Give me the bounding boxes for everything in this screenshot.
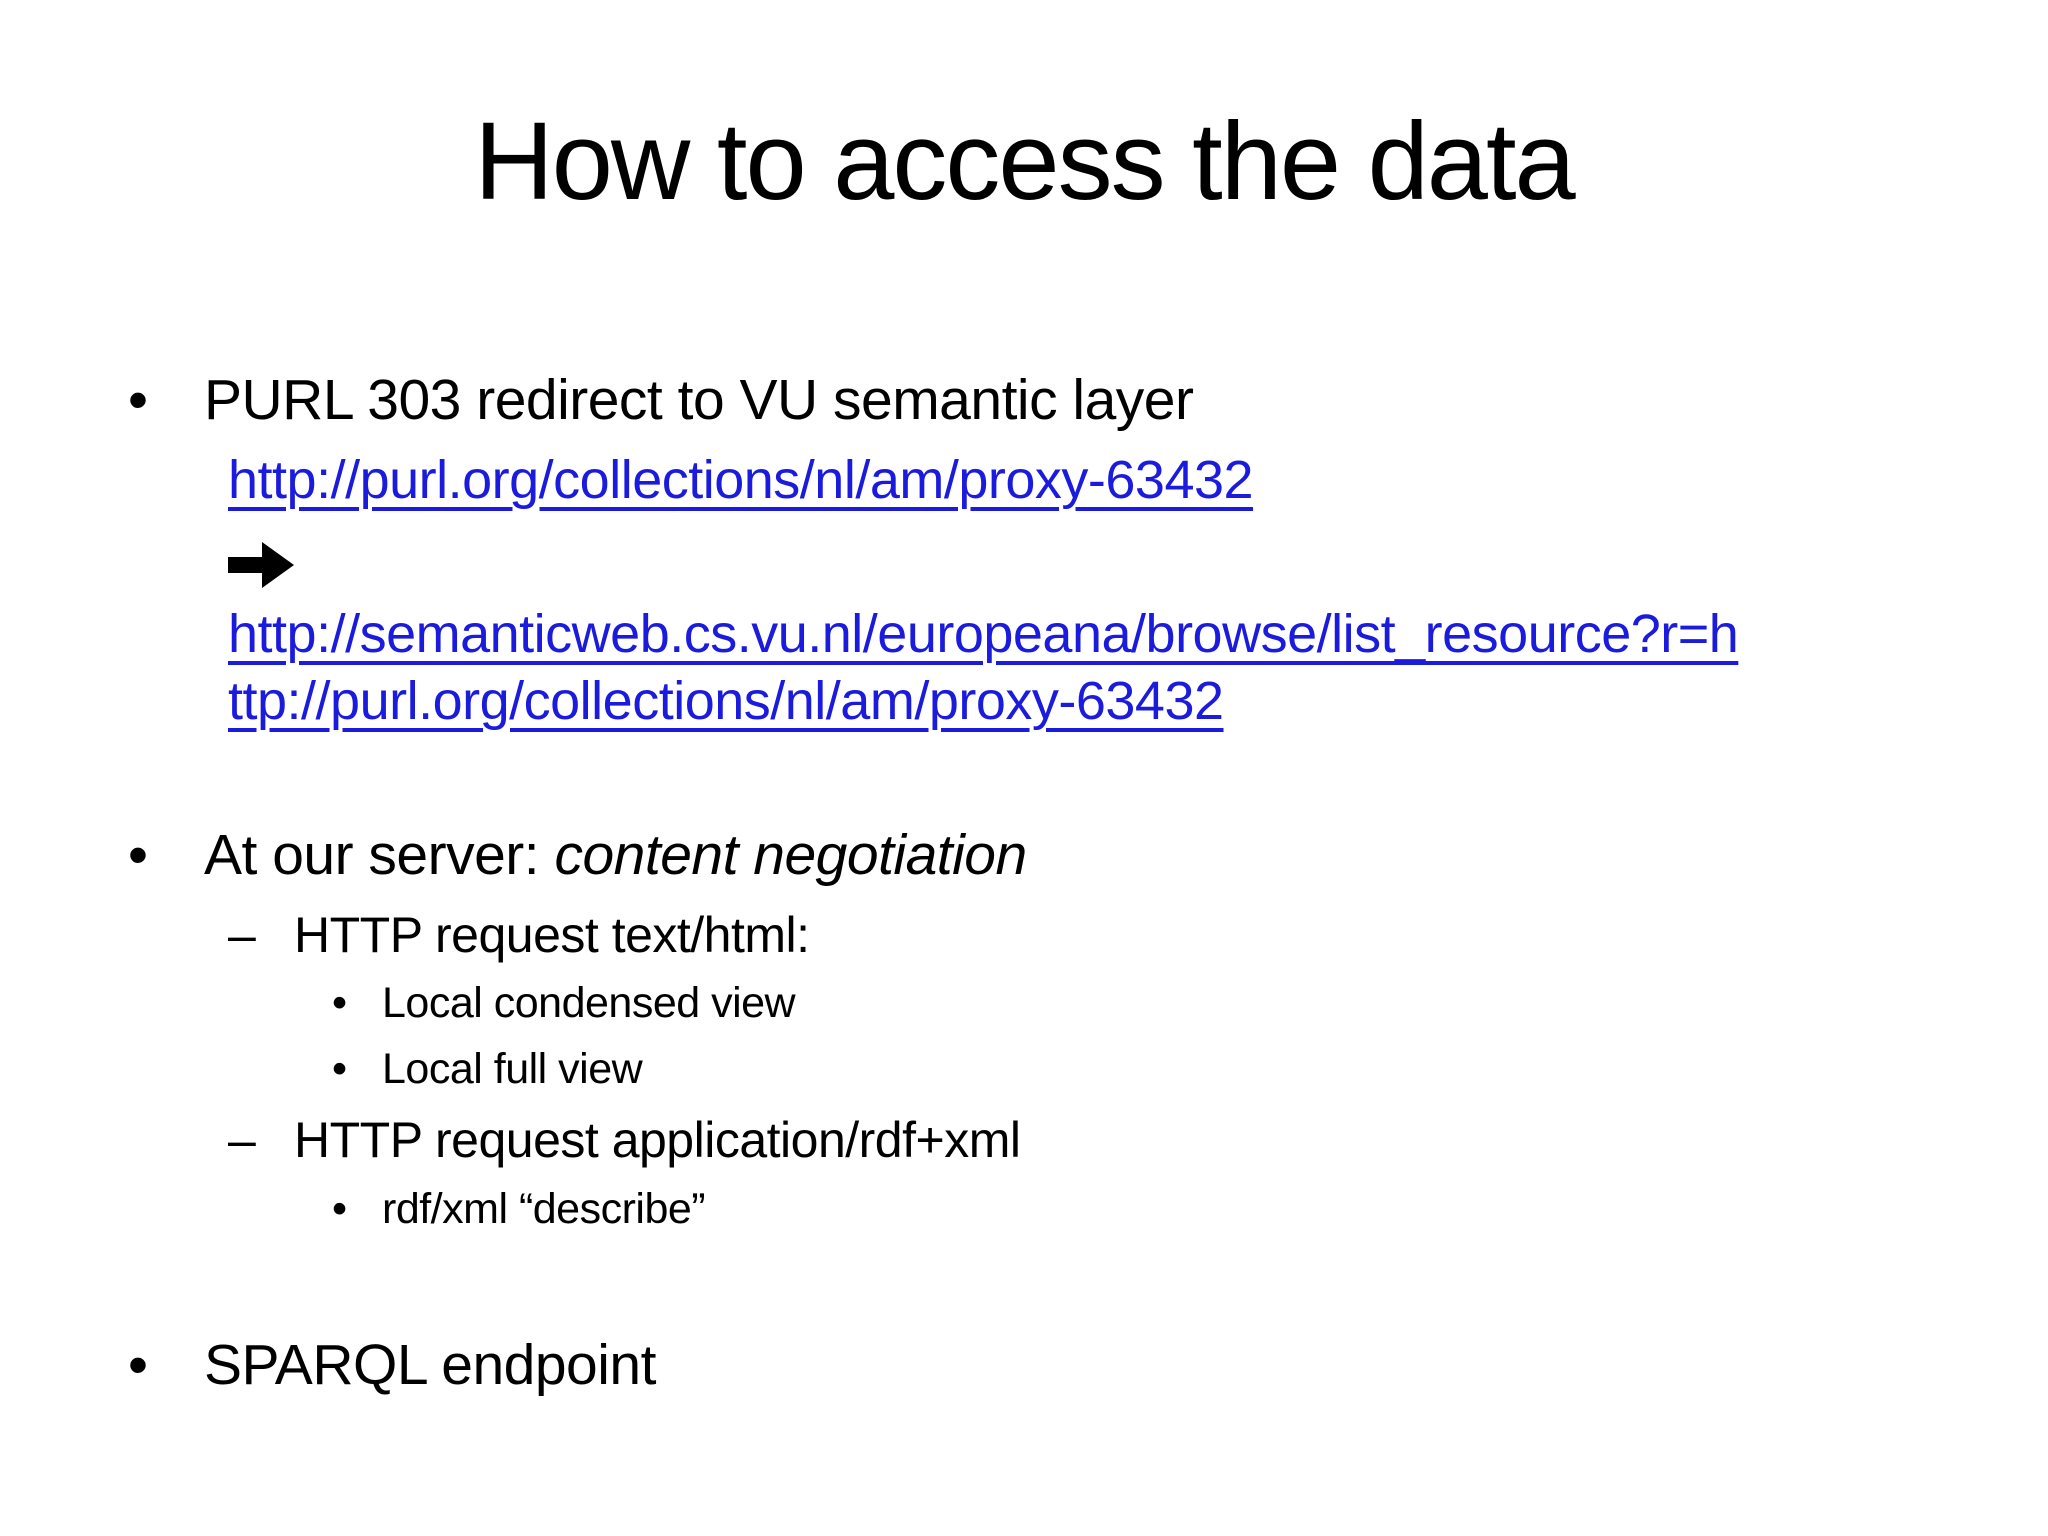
redirect-arrow-row [228,538,294,592]
list-item-local-condensed-view: • Local condensed view [332,978,796,1030]
dash-icon: – [228,907,256,963]
list-item-label: HTTP request text/html: [294,907,810,963]
list-item-label: Local full view [382,1045,643,1093]
list-item-content-negotiation: • At our server: content negotiation [128,821,1027,889]
semanticweb-link-row: http://semanticweb.cs.vu.nl/europeana/br… [228,601,1739,735]
list-item-rdfxml-describe: • rdf/xml “describe” [332,1184,706,1236]
bullet-icon: • [332,1185,347,1233]
list-item-label: HTTP request application/rdf+xml [294,1112,1021,1168]
list-item-label-prefix: At our server: [204,823,555,887]
list-item-label: SPARQL endpoint [204,1333,656,1397]
semanticweb-link-line2: ttp://purl.org/collections/nl/am/proxy-6… [228,671,1224,731]
slide-title: How to access the data [474,100,1575,223]
dash-icon: – [228,1112,256,1168]
purl-link-row: http://purl.org/collections/nl/am/proxy-… [228,448,1254,513]
list-item-label: rdf/xml “describe” [382,1185,706,1233]
list-item-sparql-endpoint: • SPARQL endpoint [128,1331,656,1399]
bullet-icon: • [332,1045,347,1093]
bullet-icon: • [332,979,347,1027]
list-item-label: At our server: content negotiation [204,821,1027,889]
list-item-label-italic: content negotiation [554,823,1027,887]
list-item-http-request-rdfxml: – HTTP request application/rdf+xml [228,1110,1021,1170]
bullet-icon: • [128,368,148,432]
list-item-purl-redirect: • PURL 303 redirect to VU semantic layer [128,366,1194,434]
purl-link[interactable]: http://purl.org/collections/nl/am/proxy-… [228,450,1254,510]
bullet-icon: • [128,1333,148,1397]
semanticweb-link[interactable]: http://semanticweb.cs.vu.nl/europeana/br… [228,601,1739,735]
right-arrow-icon [228,538,294,592]
list-item-local-full-view: • Local full view [332,1044,643,1096]
bullet-icon: • [128,823,148,887]
list-item-label: PURL 303 redirect to VU semantic layer [204,368,1194,432]
list-item-label: Local condensed view [382,979,796,1027]
semanticweb-link-line1: http://semanticweb.cs.vu.nl/europeana/br… [228,604,1739,664]
list-item-http-request-html: – HTTP request text/html: [228,905,810,965]
